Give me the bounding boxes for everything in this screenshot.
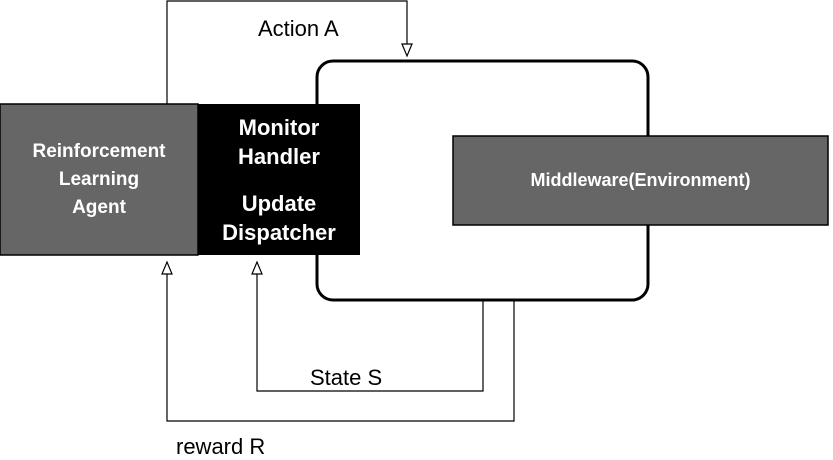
state-connector: [256, 274, 484, 392]
agent-label-line-3: Agent: [72, 196, 126, 218]
state-arrowhead: [251, 260, 263, 275]
action-arrowhead: [401, 43, 413, 58]
handler-label-line-1: Monitor: [238, 114, 320, 140]
reward-connector: [166, 274, 515, 422]
handler-label: Monitor Handler Update Dispatcher: [198, 104, 360, 255]
state-label: State S: [310, 365, 383, 390]
agent-label-line-1: Reinforcement: [32, 140, 166, 162]
handler-label-line-2: Handler: [238, 143, 320, 169]
reward-arrowhead: [161, 260, 173, 275]
handler-label-line-4: Dispatcher: [222, 219, 336, 245]
reward-label: reward R: [176, 434, 266, 459]
middleware-label: Middleware(Environment): [453, 136, 828, 225]
handler-box: [198, 104, 360, 255]
middleware-box: [452, 135, 829, 226]
middleware-label-text: Middleware(Environment): [530, 170, 751, 190]
handler-label-line-3: Update: [241, 190, 317, 216]
agent-label: Reinforcement Learning Agent: [0, 104, 198, 255]
action-label: Action A: [258, 16, 339, 41]
agent-label-line-2: Learning: [58, 168, 140, 190]
agent-box: [0, 103, 199, 256]
action-connector: [166, 0, 408, 104]
